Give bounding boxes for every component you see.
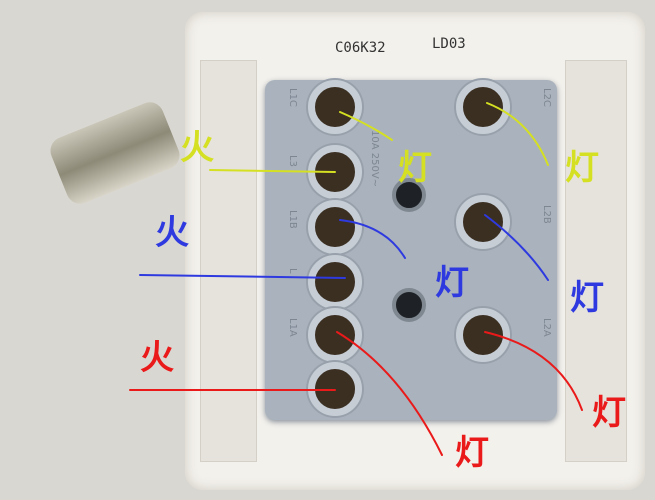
blue-live-mark: 火 (155, 213, 189, 253)
red-line-2 (336, 331, 443, 456)
yellow-lamp-mark-2: 灯 (565, 148, 599, 188)
red-line-3 (484, 331, 583, 411)
red-live-mark: 火 (140, 338, 174, 378)
terminal-l (308, 255, 362, 309)
terminal-block (265, 80, 557, 420)
blue-lamp-mark-1: 灯 (435, 263, 469, 303)
model-code: C06K32 (335, 40, 386, 56)
red-lamp-mark-1: 灯 (455, 433, 489, 473)
yellow-live-mark: 火 (180, 128, 214, 168)
yellow-line-2 (339, 111, 393, 141)
left-rail (200, 60, 257, 462)
terminal-l1b (308, 200, 362, 254)
terminal-l2b (456, 195, 510, 249)
blue-line-1 (139, 274, 346, 279)
blue-line-2 (339, 219, 406, 259)
terminal-l2a (456, 308, 510, 362)
screw-top (392, 178, 426, 212)
yellow-line-1 (209, 169, 336, 173)
screw-bottom (392, 288, 426, 322)
red-lamp-mark-2: 灯 (592, 393, 626, 433)
yellow-line-3 (486, 102, 549, 166)
series-code: LD03 (432, 36, 466, 52)
blue-lamp-mark-2: 灯 (570, 278, 604, 318)
blue-line-3 (484, 214, 549, 281)
terminal-l1c (308, 80, 362, 134)
terminal-l1a (308, 308, 362, 362)
yellow-lamp-mark-1: 灯 (398, 148, 432, 188)
terminal-l2c (456, 80, 510, 134)
